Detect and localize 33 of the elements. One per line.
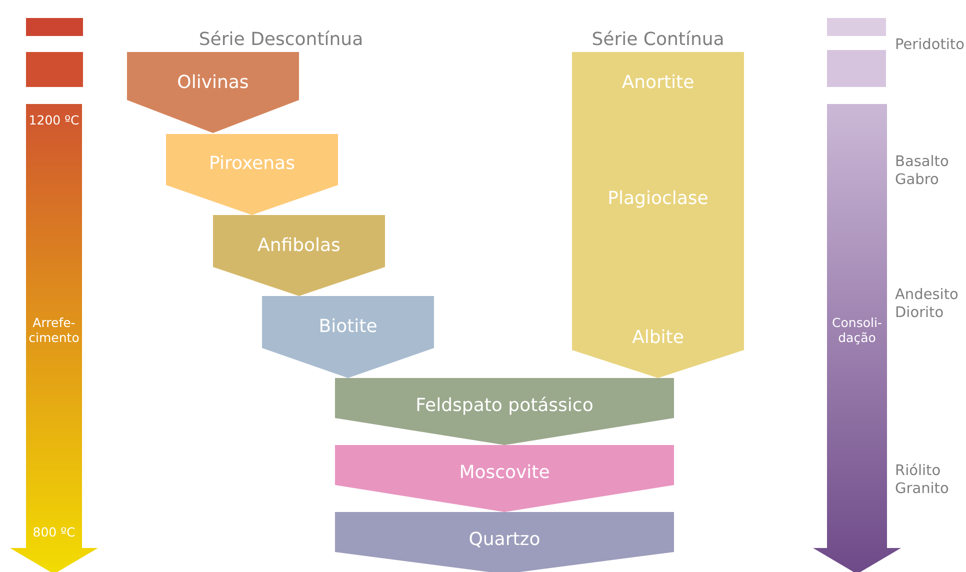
chevron-shape: [262, 296, 434, 378]
chevron-shape: [335, 445, 674, 512]
rock-name: Riólito Granito: [895, 462, 950, 498]
chevron-shape: [572, 52, 744, 378]
mineral-label: Olivinas: [176, 72, 250, 94]
mineral-label: Moscovite: [458, 462, 551, 484]
cooling-arrow: [10, 104, 98, 572]
bar-segment: [827, 50, 886, 87]
chevron-shape: [127, 52, 299, 133]
series-title: Série Contínua: [590, 29, 726, 52]
arrow-label: Arrefe-cimento: [28, 315, 80, 345]
bar-segment: [26, 52, 83, 87]
mineral-label: Anfibolas: [256, 235, 342, 257]
mineral-label: Feldspato potássico: [414, 395, 594, 417]
arrow-label: Consoli-dação: [831, 315, 883, 345]
mineral-label: Biotite: [318, 316, 378, 338]
series-title: Série Descontínua: [198, 29, 364, 52]
mineral-label: Quartzo: [468, 529, 542, 551]
rock-name: Andesito Diorito: [895, 286, 960, 322]
chevron-shape: [335, 378, 674, 445]
bar-segment: [26, 18, 83, 36]
mineral-label: Plagioclase: [606, 188, 710, 210]
chevron-shape: [335, 512, 674, 572]
rock-name: Peridotito: [895, 36, 966, 54]
arrow-label: 1200 ºC: [28, 112, 80, 128]
mineral-label: Albite: [631, 327, 685, 349]
rock-name: Basalto Gabro: [895, 153, 950, 190]
chevron-shape: [166, 134, 338, 215]
chevron-shape: [213, 215, 385, 296]
mineral-label: Piroxenas: [208, 153, 296, 175]
mineral-label: Anortite: [620, 72, 696, 94]
arrow-label: 800 ºC: [32, 524, 76, 540]
bar-segment: [827, 18, 886, 36]
